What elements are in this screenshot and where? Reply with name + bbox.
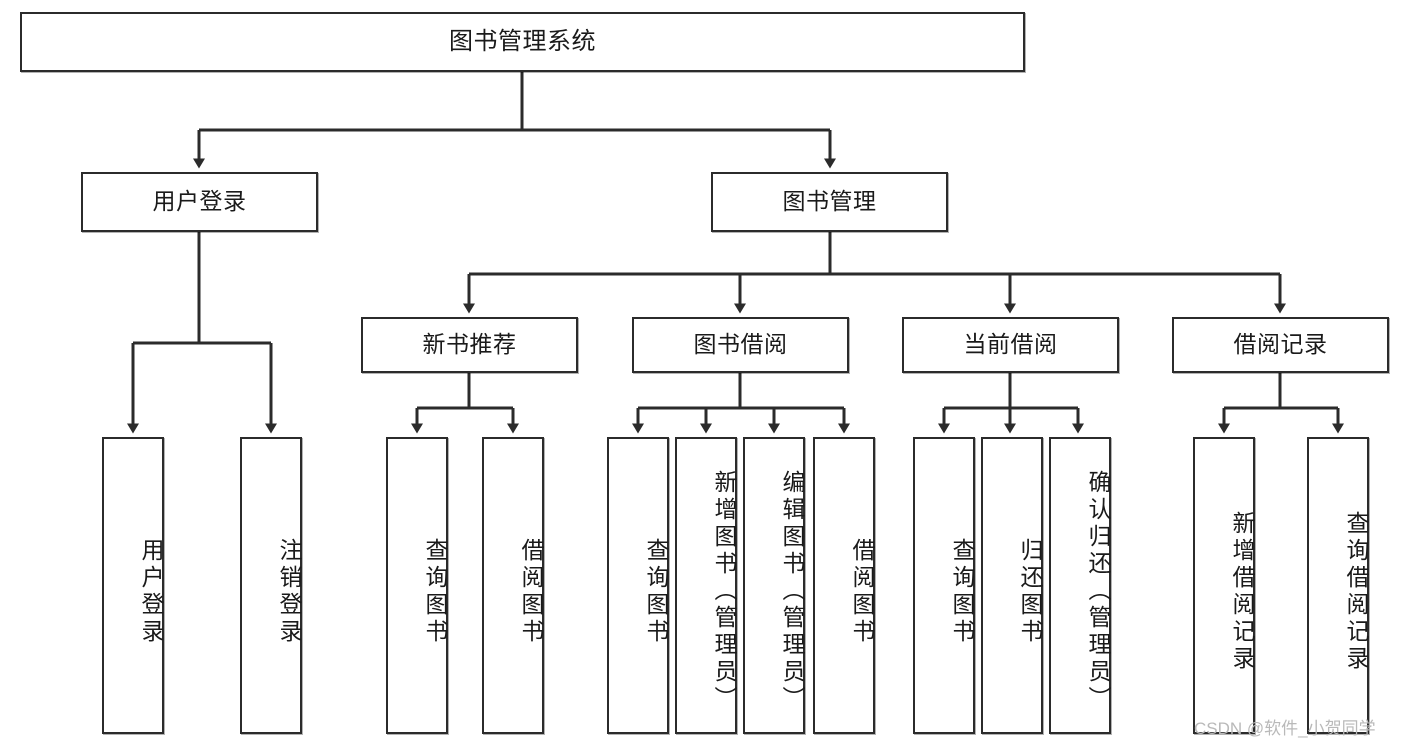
leaf-add-borrow-record[interactable]: 新增借阅记录: [1193, 437, 1255, 734]
leaf-query-borrow-record[interactable]: 查询借阅记录: [1307, 437, 1369, 734]
csdn-watermark: CSDN @软件_小贺同学: [1194, 719, 1376, 738]
leaf-query-book-borrow[interactable]: 查询图书: [607, 437, 669, 734]
node-user-login[interactable]: 用户登录: [81, 172, 318, 232]
leaf-return-book[interactable]: 归还图书: [981, 437, 1043, 734]
leaf-query-book-current[interactable]: 查询图书: [913, 437, 975, 734]
node-borrowing-record[interactable]: 借阅记录: [1172, 317, 1389, 373]
node-book-management[interactable]: 图书管理: [711, 172, 948, 232]
leaf-query-book-recommend[interactable]: 查询图书: [386, 437, 448, 734]
leaf-add-book-admin[interactable]: 新增图书（管理员）: [675, 437, 737, 734]
leaf-user-login[interactable]: 用户登录: [102, 437, 164, 734]
leaf-logout[interactable]: 注销登录: [240, 437, 302, 734]
leaf-borrow-book[interactable]: 借阅图书: [813, 437, 875, 734]
node-root-book-management-system[interactable]: 图书管理系统: [20, 12, 1025, 72]
node-book-borrowing[interactable]: 图书借阅: [632, 317, 849, 373]
node-new-book-recommendation[interactable]: 新书推荐: [361, 317, 578, 373]
leaf-borrow-book-recommend[interactable]: 借阅图书: [482, 437, 544, 734]
leaf-confirm-return-admin[interactable]: 确认归还（管理员）: [1049, 437, 1111, 734]
node-current-borrowing[interactable]: 当前借阅: [902, 317, 1119, 373]
leaf-edit-book-admin[interactable]: 编辑图书（管理员）: [743, 437, 805, 734]
